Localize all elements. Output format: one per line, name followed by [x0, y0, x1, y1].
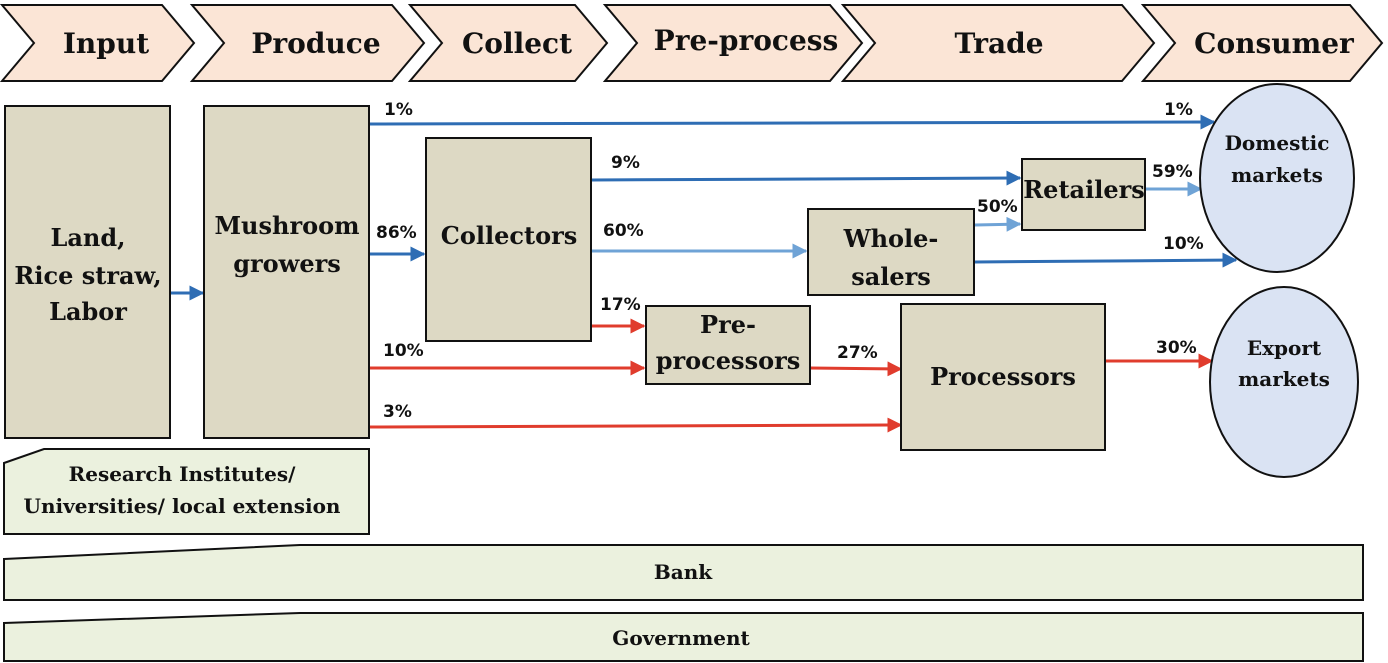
- stage-label-trade: Trade: [954, 27, 1043, 60]
- arrow-collectors-retailers: [591, 170, 1022, 186]
- support-research-line2: Universities/ local extension: [24, 494, 341, 518]
- stage-label-consumer: Consumer: [1194, 27, 1355, 60]
- node-domestic-line2: markets: [1231, 163, 1323, 187]
- stage-chevron-input: Input: [0, 4, 196, 82]
- arrow-wholesalers-retailers: [974, 216, 1022, 232]
- stage-label-preprocess: Pre-process: [654, 24, 839, 57]
- pct-growers-collectors: 86%: [376, 223, 417, 243]
- stage-label-input: Input: [63, 27, 149, 60]
- support-government-label: Government: [612, 626, 750, 650]
- pct-growers-domestic-start: 1%: [384, 100, 413, 120]
- pct-growers-preprocessors: 10%: [383, 341, 424, 361]
- node-retailers-label: Retailers: [1023, 175, 1145, 204]
- node-export-line1: Export: [1247, 336, 1322, 360]
- node-export-markets: Export markets: [1209, 286, 1359, 478]
- node-export-line2: markets: [1238, 367, 1330, 391]
- node-wholesalers: Whole- salers: [807, 208, 975, 296]
- node-input: Land, Rice straw, Labor: [4, 105, 171, 439]
- node-input-line1: Land,: [50, 223, 125, 252]
- node-domestic-line1: Domestic: [1225, 131, 1330, 155]
- arrow-wholesalers-domestic: [974, 252, 1238, 268]
- node-preprocessors-line2: processors: [656, 346, 801, 375]
- node-retailers: Retailers: [1021, 158, 1146, 231]
- stage-chevron-consumer: Consumer: [1140, 4, 1384, 82]
- stage-chevron-collect: Collect: [407, 4, 609, 82]
- pct-growers-domestic-end: 1%: [1164, 100, 1193, 120]
- node-processors: Processors: [900, 303, 1106, 451]
- pct-collectors-preprocessors: 17%: [600, 295, 641, 315]
- pct-collectors-retailers: 9%: [611, 153, 640, 173]
- support-research: Research Institutes/ Universities/ local…: [3, 448, 370, 535]
- pct-processors-export: 30%: [1156, 338, 1197, 358]
- pct-collectors-wholesalers: 60%: [603, 221, 644, 241]
- node-domestic-markets: Domestic markets: [1199, 83, 1355, 273]
- node-processors-label: Processors: [930, 362, 1076, 391]
- stage-label-collect: Collect: [462, 27, 572, 60]
- node-growers-line1: Mushroom: [214, 211, 359, 240]
- stage-label-produce: Produce: [251, 27, 380, 60]
- support-bank-label: Bank: [654, 560, 713, 584]
- flow-labels: 1% 1% 86% 9% 60% 50% 59% 10% 17% 10% 27%…: [376, 100, 1204, 422]
- stage-chevron-trade: Trade: [840, 4, 1156, 82]
- arrow-growers-domestic: [369, 114, 1216, 130]
- pct-retailers-domestic: 59%: [1152, 162, 1193, 182]
- pct-preprocessors-processors: 27%: [837, 343, 878, 363]
- node-input-line3: Labor: [49, 297, 127, 326]
- pct-wholesalers-retailers: 50%: [977, 197, 1018, 217]
- pct-wholesalers-domestic: 10%: [1163, 234, 1204, 254]
- node-growers: Mushroom growers: [203, 105, 370, 439]
- node-input-line2: Rice straw,: [14, 261, 161, 290]
- node-wholesalers-line1: Whole-: [843, 224, 939, 253]
- pct-growers-processors: 3%: [383, 402, 412, 422]
- node-growers-line2: growers: [233, 249, 341, 278]
- support-research-line1: Research Institutes/: [69, 462, 297, 486]
- support-bank: Bank: [3, 544, 1364, 601]
- stage-chevron-preprocess: Pre-process: [602, 4, 864, 82]
- arrow-growers-processors: [369, 417, 903, 433]
- support-government: Government: [3, 612, 1364, 662]
- stage-chevron-produce: Produce: [189, 4, 426, 82]
- arrow-preprocessors-processors: [809, 361, 903, 377]
- node-preprocessors: Pre- processors: [645, 305, 811, 385]
- flow-arrows: [171, 114, 1238, 433]
- node-collectors-label: Collectors: [441, 221, 577, 250]
- node-preprocessors-line1: Pre-: [700, 310, 756, 339]
- node-wholesalers-line2: salers: [851, 262, 931, 291]
- node-collectors: Collectors: [425, 137, 592, 342]
